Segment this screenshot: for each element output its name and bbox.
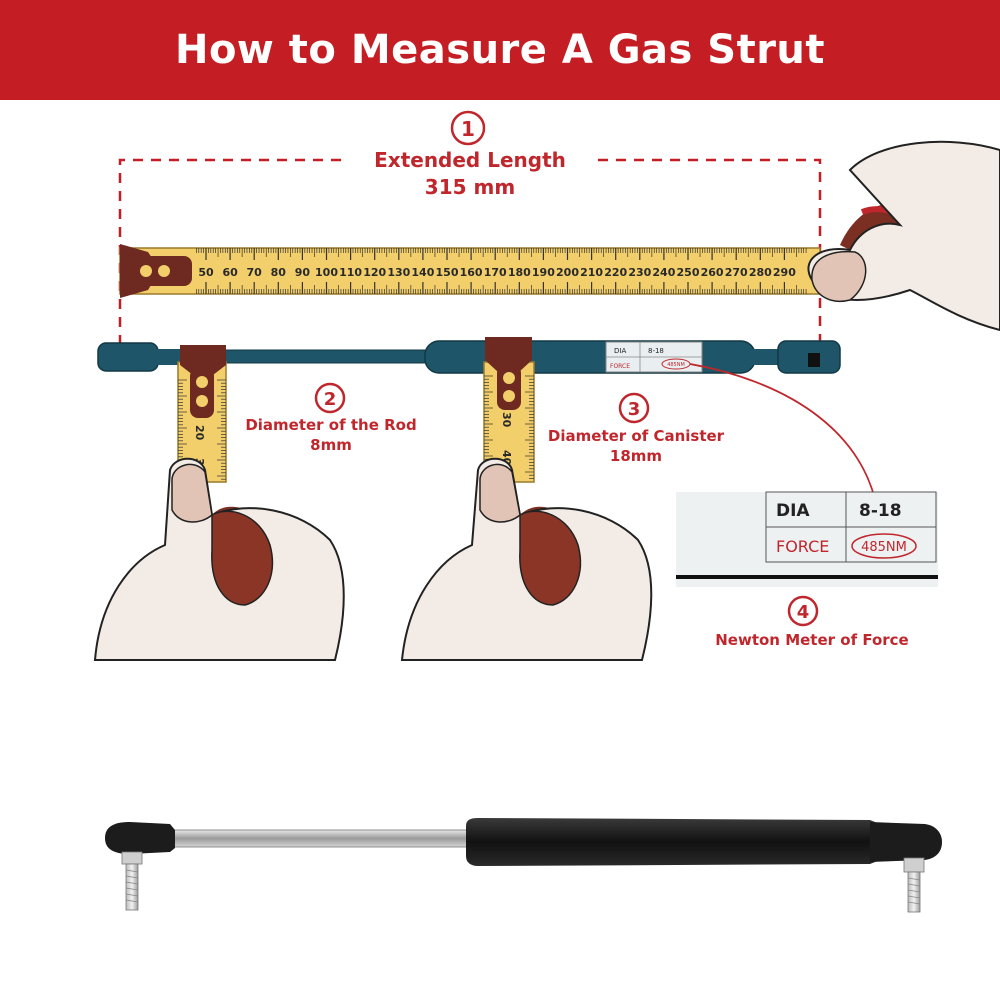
svg-text:3: 3 (628, 399, 641, 420)
svg-text:4: 4 (797, 602, 810, 623)
step-3-value: 18mm (610, 447, 662, 465)
hand-icon (400, 457, 653, 661)
tape-tick-label: 140 (411, 266, 434, 279)
page-title: How to Measure A Gas Strut (174, 27, 826, 73)
tape-tick-label: 210 (580, 266, 603, 279)
tape-tick-label: 70 (247, 266, 263, 279)
dia-value: 8-18 (859, 501, 902, 521)
step-3-label: 3 Diameter of Canister 18mm (548, 392, 725, 465)
tape-tick-label: 80 (271, 266, 287, 279)
strut-photo-rod (159, 829, 481, 848)
svg-text:2: 2 (324, 389, 337, 410)
step-3-title: Diameter of Canister (548, 427, 725, 445)
tape-tick-label: 190 (532, 266, 555, 279)
tape-tick-label: 270 (725, 266, 748, 279)
tape-tick-label: 290 (773, 266, 796, 279)
tape-ticks (196, 248, 807, 294)
strut-photo-end-right (870, 822, 942, 862)
svg-text:30: 30 (500, 412, 513, 428)
dia-label: DIA (776, 501, 810, 521)
gas-strut-icon (105, 818, 942, 913)
force-value: 485NM (861, 540, 907, 555)
tape-tick-label: 200 (556, 266, 579, 279)
step-4-label: 4 Newton Meter of Force (715, 595, 909, 649)
step-2-value: 8mm (310, 436, 352, 454)
tape-tick-label: 250 (677, 266, 700, 279)
tape-tick-label: 230 (628, 266, 651, 279)
svg-text:FORCE: FORCE (610, 363, 630, 370)
strut-photo-body (466, 818, 885, 866)
tape-tick-label: 50 (198, 266, 214, 279)
tape-tick-label: 240 (652, 266, 675, 279)
tape-tick-label: 220 (604, 266, 627, 279)
tape-tick-label: 110 (339, 266, 362, 279)
step-2-title: Diameter of the Rod (245, 416, 416, 434)
tape-tick-label: 90 (295, 266, 311, 279)
step-1-value: 315 mm (425, 175, 515, 199)
step-1-label: 1 Extended Length 315 mm (374, 110, 566, 199)
svg-text:DIA: DIA (614, 347, 626, 355)
force-label: FORCE (776, 537, 829, 556)
tape-tick-label: 120 (363, 266, 386, 279)
hand-icon (93, 457, 345, 661)
strut-canister (424, 340, 756, 374)
tape-tick-label: 170 (484, 266, 507, 279)
step-4-title: Newton Meter of Force (715, 631, 908, 649)
tape-tick-label: 180 (508, 266, 531, 279)
step-1-title: Extended Length (374, 148, 566, 172)
step-2-label: 2 Diameter of the Rod 8mm (245, 382, 417, 454)
strut-small-label: DIA 8-18 FORCE 485NM (605, 341, 703, 373)
tape-measure-rod: 20 3 (177, 345, 227, 483)
strut-photo-end-left (105, 822, 175, 854)
force-rating-label: DIA 8-18 FORCE 485NM (676, 491, 938, 587)
svg-text:20: 20 (193, 425, 206, 441)
tape-tick-label: 160 (460, 266, 483, 279)
step-1-badge (450, 110, 486, 146)
svg-text:8-18: 8-18 (648, 347, 664, 355)
tape-tick-label: 130 (387, 266, 410, 279)
hand-icon (807, 140, 1000, 332)
tape-tick-label: 150 (436, 266, 459, 279)
tape-tick-label: 280 (749, 266, 772, 279)
tape-tick-label: 100 (315, 266, 338, 279)
header-banner: How to Measure A Gas Strut (0, 0, 1000, 100)
tape-tick-label: 60 (222, 266, 238, 279)
step-1-number: 1 (461, 117, 475, 141)
tape-tick-label: 260 (701, 266, 724, 279)
strut-end-left (97, 342, 159, 372)
svg-text:485NM: 485NM (667, 362, 685, 368)
